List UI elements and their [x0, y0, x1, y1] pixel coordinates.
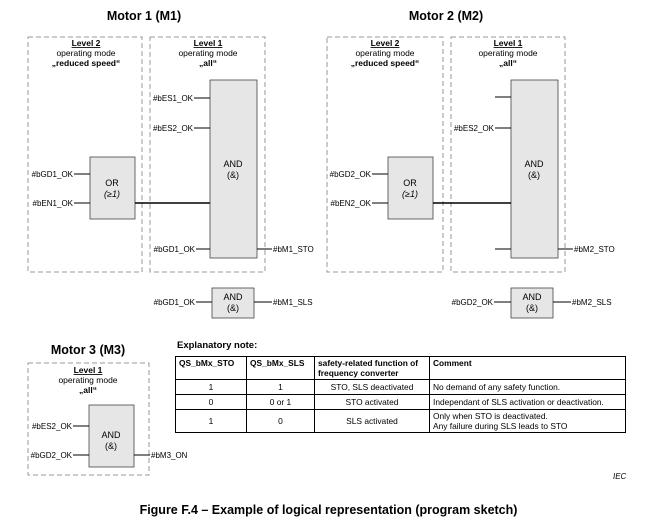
m2-level1-region [450, 36, 566, 273]
m1-bes2-label: #bES2_OK [153, 124, 194, 133]
col-header-sls: QS_bMx_SLS [246, 356, 315, 380]
m1-and-label: AND [223, 159, 243, 169]
m1-bes1-label: #bES1_OK [153, 94, 194, 103]
m2-l1-mode-label: operating mode [478, 48, 537, 58]
m2-sls-sub: (&) [526, 303, 538, 313]
m2-l2-level: Level 2 [371, 38, 400, 48]
m1-and-sub: (&) [227, 170, 239, 180]
m1-title: Motor 1 (M1) [107, 9, 181, 23]
m1-bgd-and-label: #bGD1_OK [154, 245, 196, 254]
cell-function: STO activated [314, 394, 430, 410]
m3-l1-level: Level 1 [74, 365, 103, 375]
m3-output-label: #bM3_ON [151, 451, 188, 460]
note-heading: Explanatory note: [177, 340, 258, 351]
table-row: 0 0 or 1 STO activated Independant of SL… [175, 394, 626, 410]
m3-bgd-label: #bGD2_OK [31, 451, 73, 460]
m1-l1-mode-label: operating mode [178, 48, 237, 58]
m1-and-gate [209, 79, 258, 259]
table-header-row: QS_bMx_STO QS_bMx_SLS safety-related fun… [175, 356, 626, 380]
m1-or-gate [89, 156, 136, 220]
m1-sls-label: AND [223, 292, 243, 302]
m1-sls-output-label: #bM1_SLS [273, 298, 313, 307]
m1-sls-input-label: #bGD1_OK [154, 298, 196, 307]
m3-level1-region [27, 362, 150, 476]
m1-l2-mode: „reduced speed“ [52, 58, 121, 68]
col-header-comment: Comment [429, 356, 626, 380]
m2-l1-level: Level 1 [494, 38, 523, 48]
m1-level2-region [27, 36, 143, 273]
m2-sls-label: AND [522, 292, 542, 302]
cell-sto: 1 [175, 409, 247, 433]
m3-and-label: AND [101, 430, 121, 440]
m2-title: Motor 2 (M2) [409, 9, 483, 23]
m2-l2-mode-label: operating mode [355, 48, 414, 58]
m2-or-label: OR [403, 178, 417, 188]
col-header-function: safety-related function of frequency con… [314, 356, 430, 380]
m1-l2-mode-label: operating mode [56, 48, 115, 58]
m2-l1-mode: „all“ [499, 58, 517, 68]
table-row: 1 1 STO, SLS deactivated No demand of an… [175, 379, 626, 395]
m1-l1-level: Level 1 [194, 38, 223, 48]
m2-l2-mode: „reduced speed“ [351, 58, 420, 68]
m1-sto-output-label: #bM1_STO [273, 245, 314, 254]
m3-and-gate [88, 404, 135, 468]
m2-or-gate [387, 156, 434, 220]
m1-ben-label: #bEN1_OK [33, 199, 74, 208]
m1-or-sub: (≥1) [104, 189, 120, 199]
explanatory-note-table: QS_bMx_STO QS_bMx_SLS safety-related fun… [175, 356, 626, 433]
m2-bgd-label: #bGD2_OK [330, 170, 372, 179]
m1-l1-mode: „all“ [199, 58, 217, 68]
iec-mark: IEC [613, 472, 627, 481]
m1-bgd-label: #bGD1_OK [32, 170, 74, 179]
m3-l1-mode-label: operating mode [58, 375, 117, 385]
m2-sls-gate [510, 287, 554, 319]
cell-function: SLS activated [314, 409, 430, 433]
m1-level1-region [149, 36, 266, 273]
m3-l1-mode: „all“ [79, 385, 97, 395]
m1-sls-sub: (&) [227, 303, 239, 313]
m1-or-label: OR [105, 178, 119, 188]
m3-and-sub: (&) [105, 441, 117, 451]
cell-sls: 0 [246, 409, 315, 433]
col-header-sto: QS_bMx_STO [175, 356, 247, 380]
cell-sto: 0 [175, 394, 247, 410]
m2-ben-label: #bEN2_OK [331, 199, 372, 208]
cell-sls: 0 or 1 [246, 394, 315, 410]
m2-and-gate [510, 79, 559, 259]
m2-sls-input-label: #bGD2_OK [452, 298, 494, 307]
cell-comment: No demand of any safety function. [429, 379, 626, 395]
m1-l2-level: Level 2 [72, 38, 101, 48]
m3-title: Motor 3 (M3) [51, 343, 125, 357]
table-row: 1 0 SLS activated Only when STO is deact… [175, 409, 626, 433]
cell-comment: Independant of SLS activation or deactiv… [429, 394, 626, 410]
m2-sto-output-label: #bM2_STO [574, 245, 615, 254]
m2-bes2-label: #bES2_OK [454, 124, 495, 133]
cell-function: STO, SLS deactivated [314, 379, 430, 395]
m3-bes2-label: #bES2_OK [32, 422, 73, 431]
m2-or-sub: (≥1) [402, 189, 418, 199]
m2-and-sub: (&) [528, 170, 540, 180]
cell-sls: 1 [246, 379, 315, 395]
figure-caption: Figure F.4 – Example of logical represen… [139, 503, 518, 517]
m2-and-label: AND [524, 159, 544, 169]
m2-level2-region [326, 36, 444, 273]
cell-comment: Only when STO is deactivated. Any failur… [429, 409, 626, 433]
m2-sls-output-label: #bM2_SLS [572, 298, 612, 307]
m1-sls-gate [211, 287, 255, 319]
cell-sto: 1 [175, 379, 247, 395]
